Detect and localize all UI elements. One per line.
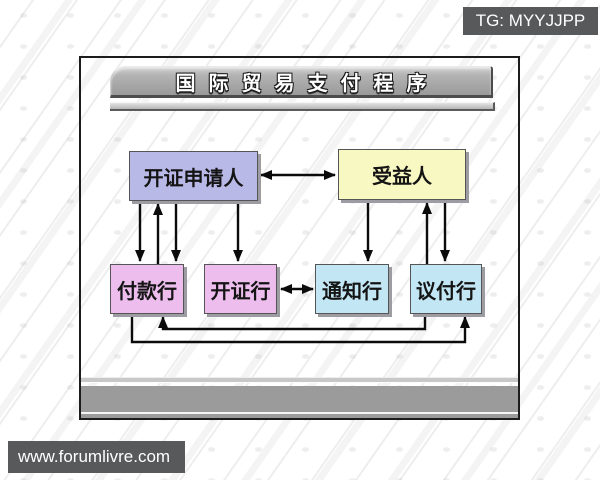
website-badge: www.forumlivre.com: [8, 441, 185, 473]
node-beneficiary: 受益人: [338, 149, 466, 200]
slide-footer-bar: [81, 377, 518, 418]
node-negotiating-bank: 议付行: [410, 264, 482, 314]
title-banner: 国际贸易支付程序: [110, 66, 493, 98]
slide-frame: 国际贸易支付程序 开证申请人 受益人 付款行 开证行 通知行 议付行: [79, 56, 520, 420]
title-banner-underline: [110, 102, 495, 111]
slide-title: 国际贸易支付程序: [175, 72, 440, 95]
node-issuing-bank: 开证行: [204, 264, 277, 314]
node-paying-bank: 付款行: [110, 264, 184, 314]
arrow-negotiating-to-paying: [158, 314, 427, 331]
diagram-arrows: [130, 170, 470, 344]
node-advising-bank: 通知行: [315, 264, 389, 314]
node-applicant: 开证申请人: [129, 151, 258, 201]
telegram-badge: TG: MYYJJPP: [463, 7, 598, 35]
arrow-paying-to-negotiating: [130, 314, 470, 344]
